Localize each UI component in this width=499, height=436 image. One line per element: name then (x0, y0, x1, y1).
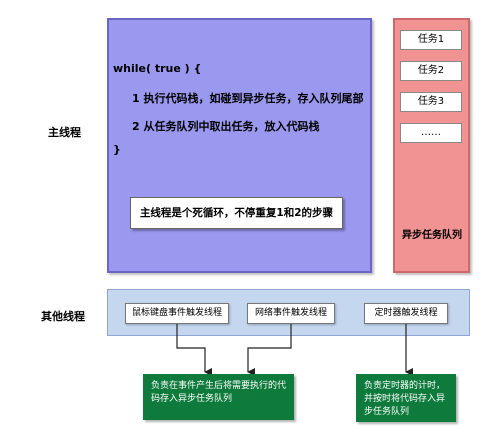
network-connector (247, 324, 292, 376)
mouse-keyboard-trigger-thread: 鼠标键盘事件触发线程 (125, 303, 229, 324)
other-threads-label: 其他线程 (41, 310, 85, 323)
step-2-text: 2 从任务队列中取出任务，放入代码栈 (132, 120, 320, 133)
timer-note: 负责定时器的计时，并按时将代码存入异步任务队列 (356, 374, 456, 422)
async-queue-label: 异步任务队列 (402, 230, 462, 241)
code-open-line: while( true ) { (113, 62, 202, 75)
async-queue-box (393, 18, 470, 273)
timer-trigger-thread: 定时器触发线程 (364, 303, 448, 324)
mouse-keyboard-connector (176, 324, 212, 376)
queue-item-ellipsis: …… (400, 123, 462, 143)
main-thread-box (107, 18, 372, 273)
code-close-line: } (113, 143, 121, 156)
network-trigger-thread: 网络事件触发线程 (247, 303, 335, 324)
event-note: 负责在事件产生后将需要执行的代码存入异步任务队列 (143, 374, 294, 420)
infinite-loop-note: 主线程是个死循环，不停重复1和2的步骤 (130, 197, 343, 229)
step-1-text: 1 执行代码栈，如碰到异步任务，存入队列尾部 (132, 92, 364, 105)
main-thread-label: 主线程 (48, 126, 81, 139)
queue-item: 任务1 (400, 30, 462, 50)
queue-item: 任务2 (400, 61, 462, 81)
queue-item: 任务3 (400, 92, 462, 112)
